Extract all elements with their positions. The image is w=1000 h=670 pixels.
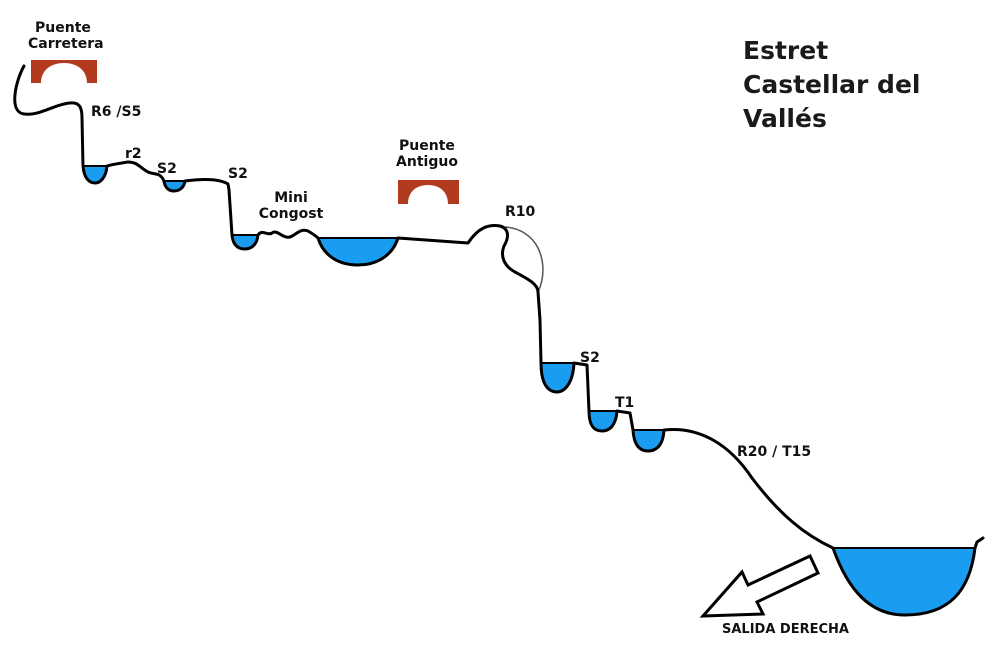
label-r2: r2 xyxy=(125,146,142,162)
label-t1: T1 xyxy=(615,395,635,411)
label-mini-congost: Mini Congost xyxy=(256,190,326,222)
label-puente-antiguo-line2: Antiguo xyxy=(396,154,458,170)
pool-4 xyxy=(316,237,400,267)
label-puente-carretera-line1: Puente xyxy=(35,20,91,36)
label-s2-c: S2 xyxy=(580,350,600,366)
label-mini-congost-line1: Mini xyxy=(274,190,308,206)
label-salida-derecha: SALIDA DERECHA xyxy=(722,622,849,637)
label-r10: R10 xyxy=(505,204,536,220)
label-r6-s5: R6 /S5 xyxy=(91,104,142,120)
exit-arrow-icon xyxy=(699,554,820,618)
pool-8-final xyxy=(831,547,977,617)
diagram-title: Estret Castellar del Vallés xyxy=(743,34,1000,136)
label-puente-carretera: Puente Carretera xyxy=(28,20,104,52)
label-mini-congost-line2: Congost xyxy=(258,206,324,222)
label-puente-antiguo: Puente Antiguo xyxy=(392,138,462,170)
label-r20-t15: R20 / T15 xyxy=(737,444,812,460)
label-s2-b: S2 xyxy=(228,166,248,182)
bridge-icon-carretera xyxy=(31,60,97,83)
pool-surfaces xyxy=(83,165,975,549)
label-puente-antiguo-line1: Puente xyxy=(399,138,455,154)
title-line-1: Estret xyxy=(743,36,829,65)
bridge-icon-antiguo xyxy=(398,180,459,204)
title-line-2: Castellar del Vallés xyxy=(743,70,921,133)
label-s2-a: S2 xyxy=(157,161,177,177)
r10-alternate-path xyxy=(504,226,544,293)
canyon-profile-line xyxy=(13,64,985,617)
label-puente-carretera-line2: Carretera xyxy=(28,36,104,52)
